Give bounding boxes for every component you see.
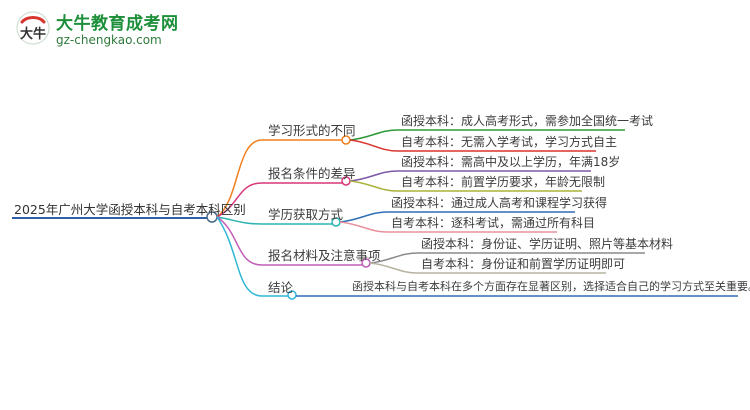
- leaf-curve-2-2: [349, 180, 398, 192]
- leaf-label-4-1[interactable]: 函授本科：身份证、学历证明、照片等基本材料: [421, 237, 674, 251]
- leaf-curve-1-1: [349, 129, 398, 141]
- logo-url: gz-chengkao.com: [56, 33, 162, 47]
- leaf-curve-3-1: [339, 211, 388, 223]
- branch-node-5[interactable]: [287, 290, 297, 300]
- leaf-label-2-1[interactable]: 函授本科：需高中及以上学历，年满18岁: [401, 155, 621, 169]
- root-topic[interactable]: 2025年广州大学函授本科与自考本科区别: [14, 202, 246, 217]
- logo-name: 大牛教育成考网: [56, 14, 179, 34]
- leaf-curve-1-2: [349, 139, 398, 152]
- leaf-curve-4-2: [369, 262, 418, 274]
- leaf-curve-3-2: [339, 221, 388, 233]
- branch-label-4[interactable]: 报名材料及注意事项: [268, 248, 381, 263]
- branch-label-2[interactable]: 报名条件的差异: [268, 166, 356, 181]
- branch-label-5[interactable]: 结论: [268, 280, 294, 295]
- leaf-label-3-1[interactable]: 函授本科：通过成人高考和课程学习获得: [391, 196, 608, 210]
- logo-mark-text: 大牛: [20, 26, 46, 42]
- branch-curve-4: [216, 216, 263, 266]
- leaf-label-5-1[interactable]: 函授本科与自考本科在多个方面存在显著区别，选择适合自己的学习方式至关重要。: [352, 280, 750, 293]
- logo-mark-icon: 大牛: [16, 11, 50, 45]
- leaf-label-2-2[interactable]: 自考本科：前置学历要求，年龄无限制: [401, 175, 606, 189]
- branch-label-1[interactable]: 学习形式的不同: [268, 123, 356, 138]
- leaf-label-1-2[interactable]: 自考本科：无需入学考试，学习方式自主: [401, 135, 618, 149]
- leaf-curve-4-1: [369, 252, 418, 264]
- leaf-curve-2-1: [349, 170, 398, 182]
- branch-label-3[interactable]: 学历获取方式: [268, 207, 344, 222]
- leaf-label-4-2[interactable]: 自考本科：身份证和前置学历证明即可: [421, 257, 626, 271]
- branch-curve-3: [216, 216, 263, 225]
- branch-curve-5: [216, 216, 263, 297]
- leaf-label-3-2[interactable]: 自考本科：逐科考试，需通过所有科目: [391, 216, 596, 230]
- branch-curve-2: [216, 182, 263, 218]
- branch-curve-1: [216, 139, 263, 218]
- leaf-label-1-1[interactable]: 函授本科：成人高考形式，需参加全国统一考试: [401, 114, 654, 128]
